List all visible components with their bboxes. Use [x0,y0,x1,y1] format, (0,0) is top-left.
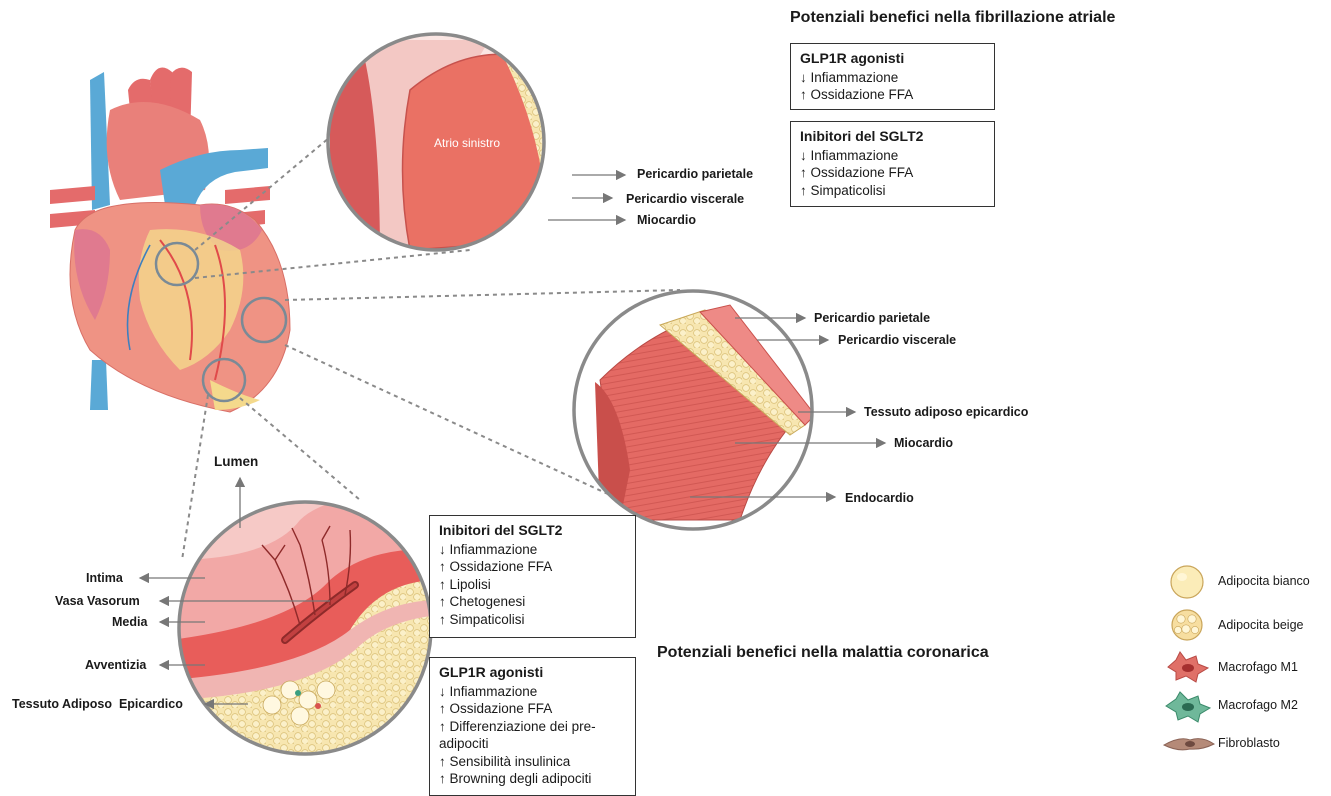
box-item: ↑ Browning degli adipociti [439,770,626,788]
box-item: ↑ Ossidazione FFA [439,558,626,576]
coronary-label-lumen: Lumen [214,454,258,469]
legend-item: Macrofago M2 [1164,690,1331,722]
atrium-label-visceral: Pericardio viscerale [626,192,744,206]
legend-label: Macrofago M2 [1218,698,1298,712]
coronary-label-eat: Tessuto Adiposo Epicardico [12,697,183,711]
box-item: ↓ Infiammazione [439,541,626,559]
legend-item: Adipocita bianco [1164,566,1331,598]
box-item: ↑ Ossidazione FFA [800,86,985,104]
box-heading: GLP1R agonisti [800,50,985,68]
inferior-vena-cava [90,360,108,410]
box-heading: Inibitori del SGLT2 [439,522,626,540]
box-item: ↑ Sensibilità insulinica [439,753,626,771]
ventricle-zoom-circle [574,291,815,529]
box-item: ↑ Simpaticolisi [439,611,626,629]
cad-sglt2-box: Inibitori del SGLT2 ↓ Infiammazione ↑ Os… [429,515,636,638]
ventricle-label-myocardium: Miocardio [894,436,953,450]
coronary-label-media: Media [112,615,147,629]
fibroblast-icon [1164,728,1208,760]
af-glp1-box: GLP1R agonisti ↓ Infiammazione ↑ Ossidaz… [790,43,995,110]
af-sglt2-box: Inibitori del SGLT2 ↓ Infiammazione ↑ Os… [790,121,995,207]
box-heading: Inibitori del SGLT2 [800,128,985,146]
ventricle-label-eat: Tessuto adiposo epicardico [864,405,1028,419]
box-item: ↑ Lipolisi [439,576,626,594]
box-item: ↓ Infiammazione [439,683,626,701]
box-item: ↓ Infiammazione [800,147,985,165]
m2-macrophage-icon [1164,690,1208,722]
atrium-label-parietal: Pericardio parietale [637,167,753,181]
af-title: Potenziali benefici nella fibrillazione … [790,9,1115,27]
box-heading: GLP1R agonisti [439,664,626,682]
beige-adipocyte-icon [1164,610,1208,642]
legend-label: Fibroblasto [1218,736,1280,750]
legend-item: Macrofago M1 [1164,652,1331,684]
box-item: ↑ Simpaticolisi [800,182,985,200]
box-item: ↓ Infiammazione [800,69,985,87]
atrium-label-myocardium: Miocardio [637,213,696,227]
coronary-zoom-circle [170,480,440,754]
atrium-center-label: Atrio sinistro [434,136,500,150]
ventricle-label-visceral: Pericardio viscerale [838,333,956,347]
legend-label: Adipocita bianco [1218,574,1310,588]
box-item: ↑ Ossidazione FFA [439,700,626,718]
heart-illustration [50,68,290,413]
m1-macrophage-icon [1164,652,1208,684]
legend-item: Fibroblasto [1164,728,1331,760]
legend-label: Macrofago M1 [1218,660,1298,674]
box-item: ↑ Ossidazione FFA [800,164,985,182]
coronary-label-adventitia: Avventizia [85,658,146,672]
cad-title: Potenziali benefici nella malattia coron… [657,644,989,662]
box-item: ↑ Differenziazione dei pre-adipociti [439,718,626,753]
coronary-label-intima: Intima [86,571,123,585]
coronary-label-vasa-vasorum: Vasa Vasorum [55,594,140,608]
box-item: ↑ Chetogenesi [439,593,626,611]
ventricle-label-endocardium: Endocardio [845,491,914,505]
legend-label: Adipocita beige [1218,618,1303,632]
cad-glp1-box: GLP1R agonisti ↓ Infiammazione ↑ Ossidaz… [429,657,636,796]
ventricle-label-parietal: Pericardio parietale [814,311,930,325]
legend-item: Adipocita beige [1164,610,1331,642]
white-adipocyte-icon [1164,566,1208,598]
